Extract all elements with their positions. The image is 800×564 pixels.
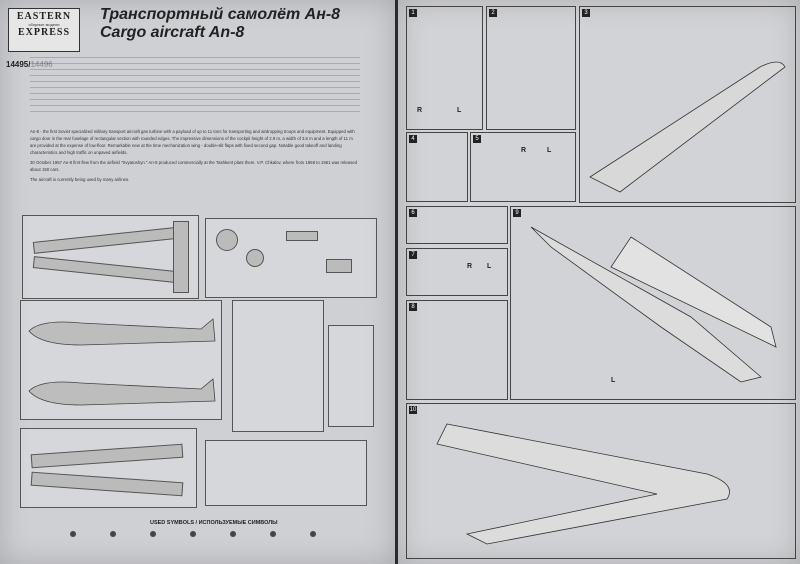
sprue-d	[205, 440, 367, 506]
step-9: 9 L	[510, 206, 796, 400]
sprue-clear	[328, 325, 374, 427]
step-1-r: R	[417, 107, 423, 114]
step-2: 2	[486, 6, 576, 130]
symbol-6	[270, 531, 310, 537]
step-5-number: 5	[473, 135, 481, 143]
step-1-number: 1	[409, 9, 417, 17]
symbol-1	[70, 531, 110, 537]
instruction-left-page: EASTERN сборные модели EXPRESS 14495/144…	[0, 0, 395, 564]
sprue-c	[232, 300, 324, 432]
symbol-2	[110, 531, 150, 537]
step-1-l: L	[457, 107, 462, 114]
step-1: 1 R L	[406, 6, 483, 130]
step-6-number: 6	[409, 209, 417, 217]
sprue-a	[22, 215, 199, 299]
title-ru: Транспортный самолёт Ан-8	[100, 6, 341, 23]
step-3: 3	[579, 6, 796, 203]
step-7: 7 R L	[406, 248, 508, 296]
step-3-number: 3	[582, 9, 590, 17]
brand-logo: EASTERN сборные модели EXPRESS	[8, 8, 80, 52]
step-4-number: 4	[409, 135, 417, 143]
symbol-7	[310, 531, 350, 537]
step-10: 10	[406, 403, 796, 559]
step-7-number: 7	[409, 251, 417, 259]
symbol-3	[150, 531, 190, 537]
brand-line1: EASTERN	[16, 11, 72, 22]
step-4: 4	[406, 132, 468, 202]
description-en-p3: The aircraft is currently being used by …	[30, 177, 130, 182]
step-6: 6	[406, 206, 508, 244]
step-2-number: 2	[489, 9, 497, 17]
step-5-l: L	[547, 147, 552, 154]
brand-line3: EXPRESS	[17, 27, 70, 38]
instruction-right-page: 1 R L 2 3 4 5 R L 6 7 R L 8 9 L 10	[398, 0, 800, 564]
sprue-b	[205, 218, 377, 298]
step-9-l: L	[611, 377, 616, 384]
step-7-r: R	[467, 263, 473, 270]
sprue-fuselage	[20, 300, 222, 420]
brand-line2: сборные модели	[28, 22, 60, 27]
step-8-number: 8	[409, 303, 417, 311]
step-10-number: 10	[409, 406, 417, 414]
title-en: Cargo aircraft An-8	[100, 24, 245, 41]
description-ru-block	[30, 52, 360, 115]
symbol-5	[230, 531, 270, 537]
description-en: An-8 - the first Soviet specialized mili…	[30, 128, 360, 186]
kit-code: 14495/14496	[6, 60, 53, 69]
step-5: 5 R L	[470, 132, 576, 202]
step-8: 8	[406, 300, 508, 400]
description-en-p1: An-8 - the first Soviet specialized mili…	[30, 129, 355, 155]
symbols-title: USED SYMBOLS / ИСПОЛЬЗУЕМЫЕ СИМВОЛЫ	[150, 520, 278, 526]
step-9-number: 9	[513, 209, 521, 217]
sprue-wing	[20, 428, 197, 508]
step-5-r: R	[521, 147, 527, 154]
step-7-l: L	[487, 263, 492, 270]
symbol-4	[190, 531, 230, 537]
description-en-p2: 30 October 1957 An-8 first flew from the…	[30, 160, 358, 172]
